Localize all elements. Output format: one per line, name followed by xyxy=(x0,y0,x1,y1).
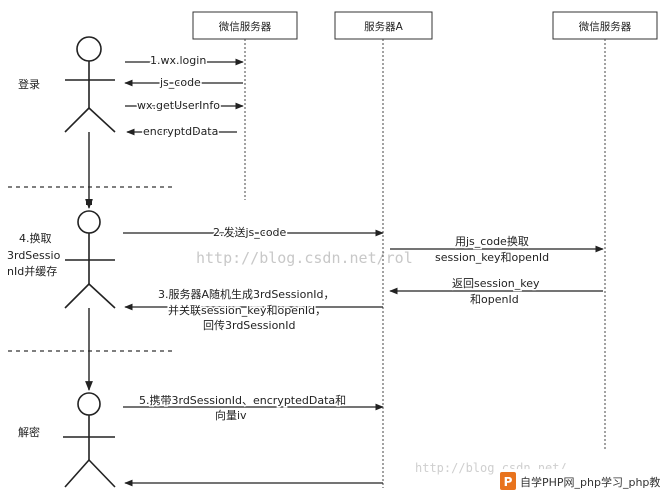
participant-wx-server-1-label: 微信服务器 xyxy=(219,20,272,33)
watermark-url: http://blog.csdn.net/rol xyxy=(196,249,413,267)
participant-server-a-label: 服务器A xyxy=(364,20,403,33)
msg-label-exchange-line1: 用js_code换取 xyxy=(455,234,529,248)
phase-label-exchange-line3: nId并缓存 xyxy=(7,264,57,278)
footer-logo-icon xyxy=(500,472,516,490)
msg-label-return-line2: 和openId xyxy=(470,293,519,306)
participant-wx-server-2: 微信服务器 xyxy=(552,11,658,40)
actor-user-exchange xyxy=(64,210,116,309)
msg-label-carry-line2: 向量iv xyxy=(215,408,247,422)
footer-logo-letter: P xyxy=(504,475,513,489)
footer-badge[interactable]: P 自学PHP网_php学习_php教 xyxy=(497,469,669,495)
msg-label-return-line1: 返回session_key xyxy=(452,277,540,290)
participant-server-a: 服务器A xyxy=(334,11,433,40)
msg-label-3rd-session-line2: 并关联session_key和openId， xyxy=(168,303,326,317)
msg-label-wx-login: 1.wx.login xyxy=(150,54,206,67)
phase-label-exchange-line2: 3rdSessio xyxy=(7,249,61,262)
actor-user-decrypt xyxy=(63,392,116,488)
msg-label-exchange-line2: session_key和openId xyxy=(435,251,549,264)
phase-label-decrypt: 解密 xyxy=(18,425,40,439)
msg-label-get-user-info: wx.getUserInfo xyxy=(137,99,220,112)
msg-label-js-code: js_code xyxy=(159,76,201,89)
footer-text: 自学PHP网_php学习_php教 xyxy=(520,475,660,489)
msg-label-send-js-code: 2.发送js_code xyxy=(213,225,287,239)
msg-label-encrypted-data: encryptdData xyxy=(143,125,218,138)
flow-node xyxy=(86,199,92,205)
phase-label-exchange-line1: 4.换取 xyxy=(19,231,52,245)
msg-label-3rd-session-line1: 3.服务器A随机生成3rdSessionId， xyxy=(158,287,335,301)
msg-label-carry-line1: 5.携带3rdSessionId、encryptedData和 xyxy=(139,393,346,407)
actor-user-login xyxy=(64,36,116,133)
participant-wx-server-2-label: 微信服务器 xyxy=(579,20,632,33)
phase-label-login: 登录 xyxy=(18,77,40,91)
participant-wx-server-1: 微信服务器 xyxy=(192,11,298,40)
msg-label-3rd-session-line3: 回传3rdSessionId xyxy=(203,319,296,332)
